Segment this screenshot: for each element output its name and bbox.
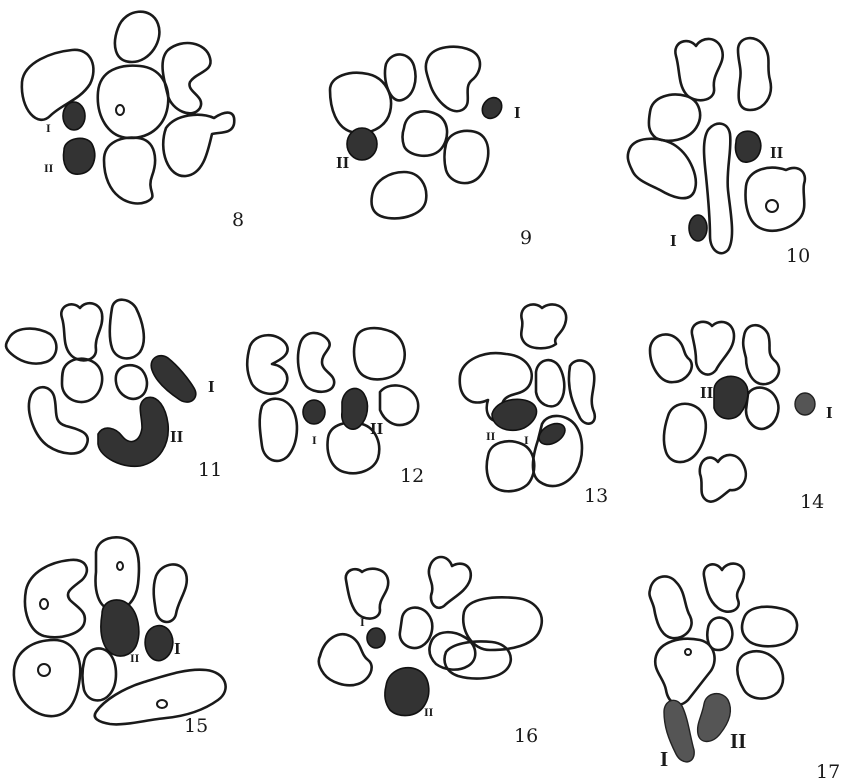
figure-8: I II 8 [22,12,244,231]
figure-9-number: 9 [520,227,532,249]
figure-16-number: 16 [514,725,538,747]
figure-15-number: 15 [184,715,208,737]
figure-10-label-1: II [770,143,784,162]
figure-12: I II 12 [247,328,424,487]
figure-14-label-2: I [826,403,833,422]
figure-11-label-2: II [170,427,184,446]
figure-17: I II 17 [649,564,840,780]
figure-16-label-2: II [424,705,434,719]
figure-10-number: 10 [786,245,810,267]
figure-17-number: 17 [816,761,840,780]
figure-10: II I 10 [628,38,810,267]
figure-12-label-1: I [312,433,317,447]
figure-16-label-1: I [360,615,365,629]
figure-17-label-1: I [660,747,668,771]
figure-15-label-2: I [174,639,181,658]
figure-12-number: 12 [400,465,424,487]
figure-8-label-1: I [46,121,51,135]
figure-11: I II 11 [6,300,222,481]
figure-9-label-2: II [336,153,350,172]
figure-15: II I 15 [14,537,226,737]
figure-8-label-2: II [44,161,54,175]
figure-13: II I 13 [460,304,608,507]
figure-14-number: 14 [800,491,824,513]
figure-16: I II 16 [319,557,542,747]
figure-9-label-1: I [514,103,521,122]
figure-12-label-2: II [370,419,384,438]
figure-14: II I 14 [650,322,833,513]
figure-11-label-1: I [208,377,215,396]
figure-8-number: 8 [232,209,244,231]
figure-9: II I 9 [330,47,532,249]
figure-10-label-2: I [670,231,677,250]
figure-13-label-1: II [486,429,496,443]
figure-14-label-1: II [700,383,714,402]
figure-13-number: 13 [584,485,608,507]
figure-17-label-2: II [730,729,746,753]
figure-11-number: 11 [198,459,222,481]
figure-15-label-1: II [130,651,140,665]
figure-13-label-2: I [524,433,529,447]
